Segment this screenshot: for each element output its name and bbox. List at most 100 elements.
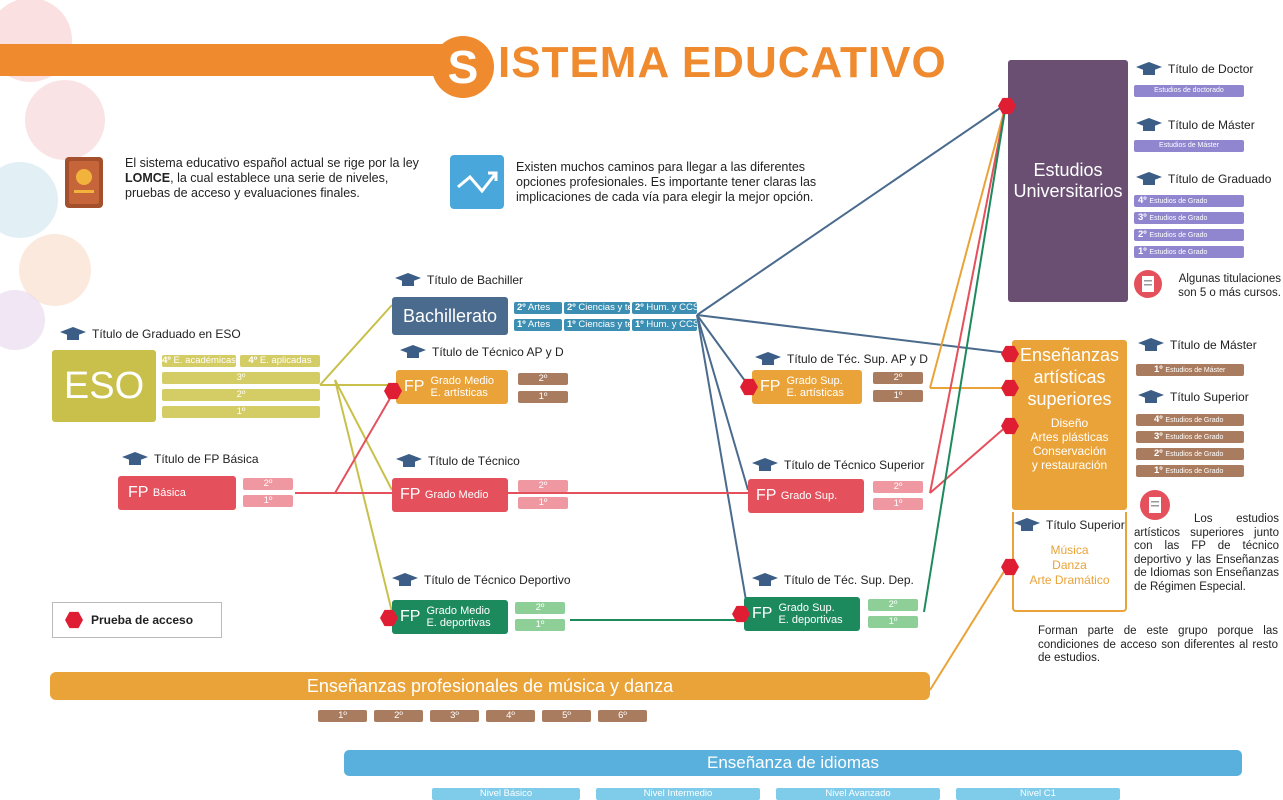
- legend-label: Prueba de acceso: [91, 613, 194, 627]
- gs-caption: Título de Técnico Superior: [752, 458, 925, 472]
- graduation-cap-icon: [755, 352, 781, 365]
- uni-note: Algunas titulaciones son 5 o más cursos.: [1178, 273, 1281, 299]
- access-exam-marker: [732, 605, 750, 623]
- prof-course: 5º: [542, 710, 591, 722]
- line-gsdep-uni: [923, 103, 1007, 613]
- access-exam-legend-icon: [65, 611, 83, 629]
- eso-caption: Título de Graduado en ESO: [60, 327, 241, 341]
- gmart-2: 2º: [518, 373, 568, 385]
- graduation-cap-icon: [752, 458, 778, 471]
- line-bach-uni: [696, 103, 1007, 316]
- note-acceso: Forman parte de este grupo porque las co…: [1038, 625, 1278, 664]
- bach-1-artes: 1º Artes: [514, 319, 562, 331]
- fpb-caption: Título de FP Básica: [122, 452, 259, 466]
- access-exam-marker: [740, 378, 758, 396]
- gm-box: FP Grado Medio: [392, 478, 508, 512]
- graduation-cap-icon: [1138, 338, 1164, 351]
- line-bach-eas: [696, 314, 1009, 354]
- prof-course: 4º: [486, 710, 535, 722]
- eso-box: ESO: [52, 350, 156, 422]
- intro-left-text: El sistema educativo español actual se r…: [125, 156, 419, 200]
- eas-master-bar: 1º Estudios de Máster: [1136, 364, 1244, 376]
- eso-4-aplicadas: 4º E. aplicadas: [240, 355, 320, 367]
- gs-2: 2º: [873, 481, 923, 493]
- access-exam-marker: [380, 609, 398, 627]
- grado-3: 3º Estudios de Grado: [1134, 212, 1244, 224]
- eas-3: 3º Estudios de Grado: [1136, 431, 1244, 443]
- gm-1: 1º: [518, 497, 568, 509]
- trend-icon: [450, 155, 504, 209]
- gm-caption: Título de Técnico: [396, 454, 520, 468]
- idiomas-level: Nivel C1: [956, 788, 1120, 800]
- page-title: ISTEMA EDUCATIVO: [498, 38, 947, 87]
- title-banner: [0, 44, 470, 76]
- eas-4: 4º Estudios de Grado: [1136, 414, 1244, 426]
- access-exam-marker: [1001, 417, 1019, 435]
- line-bach-gsart: [696, 314, 749, 386]
- eso-1: 1º: [162, 406, 320, 418]
- doctor-caption: Título de Doctor: [1136, 62, 1253, 76]
- gsart-1: 1º: [873, 390, 923, 402]
- idiomas-level: Nivel Básico: [432, 788, 580, 800]
- graduation-cap-icon: [1014, 518, 1040, 531]
- graduation-cap-icon: [1136, 172, 1162, 185]
- master-bar: Estudios de Máster: [1134, 140, 1244, 152]
- grado-4: 4º Estudios de Grado: [1134, 195, 1244, 207]
- book-icon: [63, 155, 105, 210]
- gmart-1: 1º: [518, 391, 568, 403]
- graduation-cap-icon: [60, 327, 86, 340]
- gsart-2: 2º: [873, 372, 923, 384]
- intro-right-text: Existen muchos caminos para llegar a las…: [516, 160, 817, 204]
- idiomas-levels: Nivel Básico Nivel Intermedio Nivel Avan…: [432, 788, 1120, 800]
- fpb-2: 2º: [243, 478, 293, 490]
- prof-course: 2º: [374, 710, 423, 722]
- access-exam-marker: [998, 97, 1016, 115]
- access-exam-marker: [1001, 345, 1019, 363]
- line-eso-gm: [334, 379, 393, 491]
- gmart-caption: Título de Técnico AP y D: [400, 345, 564, 359]
- line-bach-gs: [696, 314, 749, 491]
- eso-3: 3º: [162, 372, 320, 384]
- graduation-cap-icon: [392, 573, 418, 586]
- note-regimen-especial: Los estudios artísticos superiores junto…: [1134, 513, 1279, 593]
- grado-caption: Título de Graduado: [1136, 172, 1271, 186]
- eas-box: Enseñanzas artísticas superiores Diseño …: [1012, 340, 1127, 510]
- bach-box: Bachillerato: [392, 297, 508, 335]
- fpb-box: FP Básica: [118, 476, 236, 510]
- line-gs-eas: [929, 424, 1009, 494]
- graduation-cap-icon: [1136, 118, 1162, 131]
- doctorado-bar: Estudios de doctorado: [1134, 85, 1244, 97]
- bach-caption: Título de Bachiller: [395, 273, 523, 287]
- graduation-cap-icon: [752, 573, 778, 586]
- eas-master-caption: Título de Máster: [1138, 338, 1257, 352]
- line-gs-uni: [929, 103, 1007, 494]
- prof-course: 6º: [598, 710, 647, 722]
- prof-courses: 1º 2º 3º 4º 5º 6º: [318, 710, 647, 722]
- gsart-caption: Título de Téc. Sup. AP y D: [755, 352, 928, 366]
- line-bach-gsdep: [696, 314, 749, 613]
- gs-1: 1º: [873, 498, 923, 510]
- line-gsart-uni: [929, 103, 1007, 389]
- bach-2-ciencias: 2º Ciencias y tecn.: [564, 302, 630, 314]
- gmdep-1: 1º: [515, 619, 565, 631]
- graduation-cap-icon: [400, 345, 426, 358]
- legend: Prueba de acceso: [52, 602, 222, 638]
- musica-caption: Título Superior: [1014, 518, 1125, 532]
- eas-2: 2º Estudios de Grado: [1136, 448, 1244, 460]
- gsdep-2: 2º: [868, 599, 918, 611]
- bach-1-ciencias: 1º Ciencias y tecn.: [564, 319, 630, 331]
- document-icon: [1140, 490, 1170, 520]
- idiomas-bar: Enseñanza de idiomas: [344, 750, 1242, 776]
- eso-2: 2º: [162, 389, 320, 401]
- access-exam-marker: [1001, 379, 1019, 397]
- eso-4-academicas: 4º E. académicas: [162, 355, 236, 367]
- access-exam-marker: [1001, 558, 1019, 576]
- graduation-cap-icon: [395, 273, 421, 286]
- master-caption: Título de Máster: [1136, 118, 1255, 132]
- graduation-cap-icon: [396, 454, 422, 467]
